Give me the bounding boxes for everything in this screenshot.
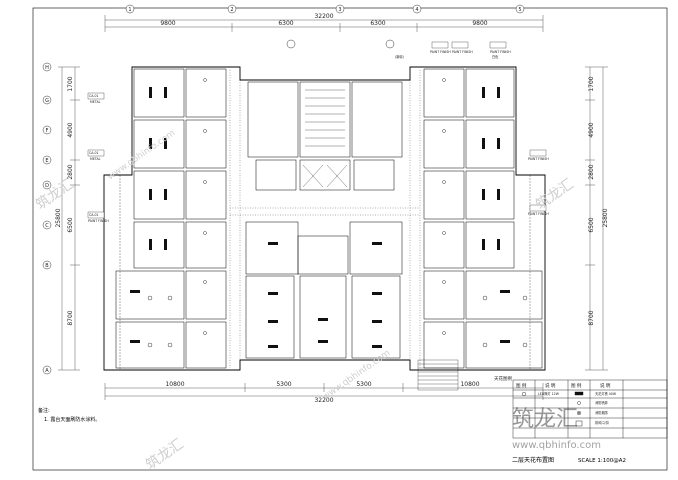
drawing-scale: SCALE 1:100@A2 [578,458,626,464]
right-seg-1: 1700 [588,76,595,91]
brand-logo-text: 筑龙汇 [512,407,578,432]
legend-table [512,379,668,439]
left-total-dim: 25800 [55,208,62,227]
legend-head-2: 说 明 [545,382,556,389]
bottom-seg-4: 10800 [460,381,479,388]
grid-marker-4: 4 [415,7,418,13]
right-seg-2: 4900 [588,122,595,137]
top-seg-3: 6300 [370,20,385,27]
legend-row-3-right: 消防烟感 [595,410,609,415]
corridor-ceiling-lines [229,70,421,368]
tag-paint-r5: PAINT FINISH [528,212,549,216]
bottom-total-dim: 32200 [314,397,333,404]
watermark-1: 筑龙汇 [33,176,77,213]
section-markers [286,39,395,49]
material-tags-left [87,92,105,219]
grid-marker-5: 5 [518,7,521,13]
grid-marker-A: A [45,368,49,374]
legend-row-1-right: 天花灯槽 40W [595,391,617,396]
tag-code-l1: CA-01 [89,94,99,98]
tag-metal-1: METAL [90,100,101,104]
lower-middle-rooms [245,221,403,359]
tag-code-l2: CA-01 [89,151,99,155]
grid-marker-H: H [45,65,49,71]
tag-paint-r2: PAINT FINISH [452,50,473,54]
left-dimension-chain [58,66,80,371]
legend-row-1-left: LED筒灯 12W [538,391,560,396]
grid-marker-1: 1 [128,7,131,13]
top-seg-1: 9800 [160,20,175,27]
bottom-seg-1: 10800 [165,381,184,388]
legend-row-4-right: 排风口/扣 [595,420,609,425]
left-guest-rooms [115,68,227,369]
tag-code-l3: CA-01 [89,213,99,217]
central-core [247,81,403,191]
material-tags-right [431,41,547,212]
right-seg-5: 8700 [588,310,595,325]
legend-head-1: 图 例 [516,382,527,389]
grid-marker-E: E [45,158,48,164]
bottom-seg-3: 5300 [356,381,371,388]
legend-title: 天花图例 [494,375,512,382]
floor-plan-outline [103,66,546,371]
bottom-seg-2: 5300 [276,381,291,388]
tag-paint-r1: PAINT FINISH [430,50,451,54]
right-seg-3: 2800 [588,164,595,179]
grid-marker-F: F [46,128,49,134]
grid-marker-B: B [45,263,49,269]
notes-heading: 备注: [38,407,50,414]
tag-paint-left: PAINT FINISH [88,219,109,223]
grid-marker-G: G [45,98,49,104]
left-seg-1: 1700 [67,76,74,91]
watermark-layer: 筑龙汇 www.qbhinfo.com www.qbhinfo.com 筑龙汇 … [33,128,577,473]
legend-symbols [522,391,584,427]
grid-marker-D: D [45,183,49,189]
top-seg-2: 6300 [278,20,293,27]
left-seg-2: 4900 [67,122,74,137]
watermark-4: 筑龙汇 [533,176,577,213]
sheet-border [32,7,668,471]
tag-paint-r4: PAINT FINISH [528,157,549,161]
grid-marker-3: 3 [338,7,341,13]
bottom-dimension-chain [104,383,544,400]
watermark-3: www.qbhinfo.com [321,348,392,402]
grid-marker-2: 2 [230,7,233,13]
left-seg-4: 6500 [67,217,74,232]
tag-metal-2: METAL [90,157,101,161]
right-dimension-chain [585,66,608,371]
legend-head-3: 图 例 [571,382,582,389]
top-total-dim: 32200 [314,13,333,20]
top-seg-4: 9800 [472,20,487,27]
top-dimension-chain [104,15,544,32]
right-total-dim: 25800 [602,208,609,227]
left-seg-3: 2800 [67,164,74,179]
left-grid-markers [42,62,52,375]
watermark-2: www.qbhinfo.com [106,128,177,182]
exterior-stair [417,359,459,391]
notes-line-1: 1. 露台天面刷防水涂料。 [44,416,100,423]
grid-marker-C: C [45,223,49,229]
right-guest-rooms [423,68,543,369]
top-grid-markers [125,4,525,14]
legend-head-4: 说 明 [600,382,611,389]
tag-paint-r3: PAINT FINISH [490,50,511,54]
downlight-symbols [147,78,528,348]
left-seg-5: 8700 [67,310,74,325]
watermark-5: 筑龙汇 [143,436,187,473]
brand-logo-sub: www.qbhinfo.com [512,440,601,451]
legend-row-2-right: 消防喷淋 [595,400,609,405]
drawing-title: 二层天花布置图 [512,456,554,464]
right-seg-4: 6500 [588,217,595,232]
slot-label: (新增) [395,54,404,59]
ceiling-light-fixtures [130,87,510,348]
tag-sub-r3: 白色 [492,54,499,59]
